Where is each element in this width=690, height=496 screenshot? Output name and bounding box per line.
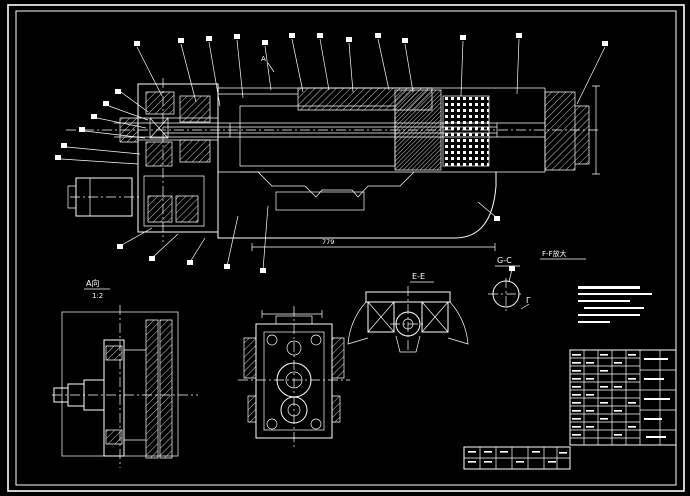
hatched-sections: [105, 87, 590, 459]
title-block: [569, 349, 677, 446]
notes-text-lines: [578, 286, 652, 323]
base-outline: [217, 172, 497, 239]
section-arrow-a-line: [267, 62, 275, 73]
gear-head-outline: [137, 83, 219, 233]
title-block-grid: [570, 350, 676, 445]
bracket-top-tab: [275, 315, 313, 325]
callouts: [55, 33, 608, 283]
ee-right-pad: [421, 301, 449, 333]
title-block-outline: [569, 349, 677, 446]
detail-gc-label: G-C: [497, 256, 512, 265]
main-assembly-view: 779 A: [67, 55, 600, 459]
ee-top-plate: [365, 291, 451, 303]
gear-head-internal-lines: [138, 117, 218, 227]
section-arrow-a-label: A: [261, 55, 266, 63]
ee-center-bore: [402, 318, 414, 330]
detail-ff-label: F-F放大: [542, 249, 567, 258]
section-view-ee: E-E: [347, 272, 469, 353]
bracket-holes: [266, 334, 322, 430]
section-ee-label: E-E: [412, 272, 425, 281]
motor-box-lines: [67, 178, 91, 216]
guideway-pocket: [275, 191, 365, 211]
inner-border: [15, 10, 677, 486]
bearing-pack-section: [442, 95, 490, 167]
accessory-table: [463, 446, 571, 470]
view-a-shaft: A向 1:2: [53, 278, 179, 457]
gc-circle: [492, 280, 520, 308]
ee-pad-cross-hatch: [367, 301, 449, 333]
ee-center-boss: [395, 311, 421, 337]
shaft-lines: [114, 122, 545, 138]
ee-left-pad: [367, 301, 395, 333]
view-a-plate: [103, 339, 125, 457]
bracket-inner: [263, 331, 325, 431]
right-dimension-line: [592, 85, 600, 175]
callout-leader-lines: [60, 38, 606, 283]
gamma-label: Γ: [526, 296, 531, 305]
bracket-view: [255, 310, 333, 439]
gamma-arrow: [520, 303, 530, 310]
ee-wings: [347, 301, 469, 353]
drawing-frame: [7, 4, 685, 492]
guideway-profile: [240, 171, 415, 198]
view-a-ties: [124, 349, 146, 441]
accessory-table-grid: [464, 447, 570, 469]
bottom-dimension-line: [251, 243, 496, 251]
piston-gland-hatch: [394, 89, 442, 171]
detail-view-gc: G-C Γ F-F放大: [492, 249, 586, 310]
title-block-text-marks: [572, 354, 670, 438]
bracket-dimension-line: [261, 310, 323, 318]
length-dimension-text: 779: [322, 238, 334, 246]
accessory-table-text-marks: [468, 451, 567, 463]
outer-border: [7, 4, 685, 492]
view-a-scale: 1:2: [92, 292, 103, 300]
view-a-label: A向: [86, 278, 99, 288]
